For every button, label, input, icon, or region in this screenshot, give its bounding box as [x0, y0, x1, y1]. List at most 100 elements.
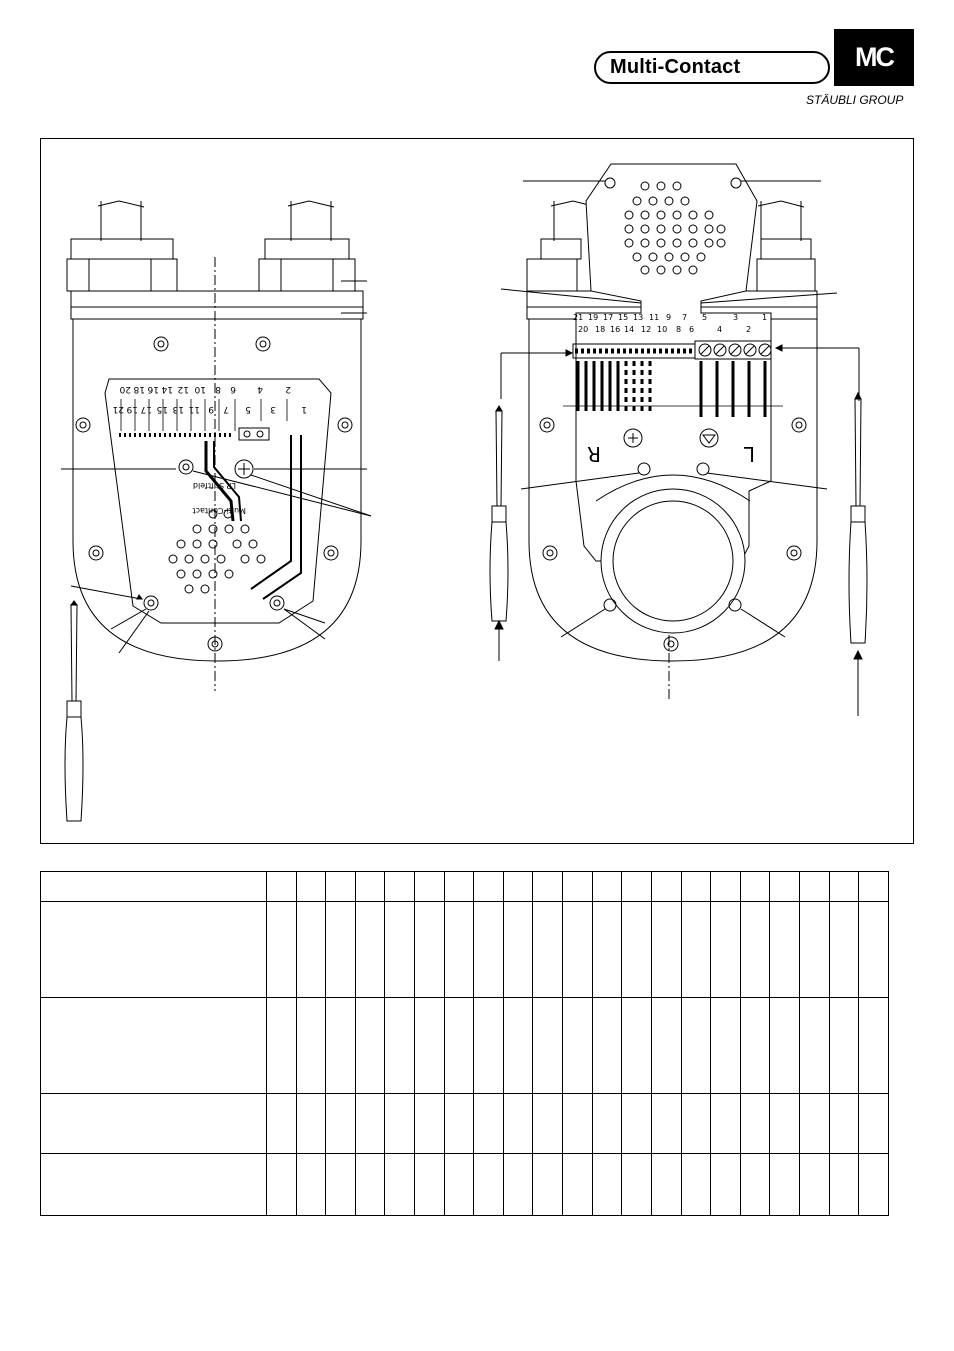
table-cell [325, 1153, 356, 1216]
table-cell [591, 901, 623, 998]
table-cell [325, 901, 356, 998]
table-cell [798, 901, 830, 998]
pcb-lower-number: 1 [301, 404, 307, 414]
table-cell [473, 871, 504, 902]
table-cell [858, 1093, 889, 1154]
terminal-lower-number: 16 [610, 325, 620, 334]
table-cell [266, 871, 297, 902]
table-cell [473, 997, 504, 1094]
table-cell [562, 1093, 593, 1154]
assignment-table [40, 871, 889, 1216]
table-cell [502, 1093, 534, 1154]
terminal-upper-number: 17 [603, 313, 613, 322]
pcb-lower-number: 13 [173, 404, 184, 414]
table-cell [828, 1093, 860, 1154]
pcb-lower-number: 15 [157, 404, 168, 414]
table-cell [295, 997, 327, 1094]
terminal-lower-number: 2 [746, 325, 751, 334]
table-cell [354, 1093, 386, 1154]
left-connector-view [61, 200, 372, 822]
table-cell [532, 871, 564, 902]
pcb-upper-number: 4 [257, 384, 263, 394]
table-cell [266, 1093, 297, 1154]
table-cell [266, 1153, 297, 1216]
pcb-upper-number: 10 [194, 384, 206, 394]
table-cell [295, 871, 327, 902]
table-cell [680, 871, 712, 902]
terminal-upper-number: 21 [573, 313, 583, 322]
table-cell [473, 1093, 504, 1154]
technical-drawing-frame: 20 18 16 14 12 10 8 6 4 2 21 19 17 15 13… [40, 138, 914, 844]
table-row [40, 1153, 889, 1216]
terminal-lower-number: 18 [595, 325, 605, 334]
table-cell [621, 1093, 652, 1154]
table-cell [710, 1153, 741, 1216]
table-cell [739, 901, 771, 998]
table-cell [650, 997, 682, 1094]
table-cell [502, 997, 534, 1094]
pcb-lower-number: 9 [208, 404, 214, 414]
terminal-lower-number: 12 [641, 325, 651, 334]
table-cell [798, 1093, 830, 1154]
table-cell [769, 1153, 800, 1216]
table-cell [591, 997, 623, 1094]
table-cell [650, 1153, 682, 1216]
technical-drawing: 20 18 16 14 12 10 8 6 4 2 21 19 17 15 13… [61, 163, 868, 822]
table-cell [858, 997, 889, 1094]
mark-right: R [587, 442, 601, 466]
table-cell [710, 997, 741, 1094]
table-cell [562, 1153, 593, 1216]
table-cell [443, 1093, 475, 1154]
table-cell [354, 997, 386, 1094]
table-cell [384, 1153, 416, 1216]
table-cell [414, 901, 445, 998]
right-connector-view [489, 163, 868, 716]
table-cell [858, 871, 889, 902]
pcb-lower-number: 5 [245, 404, 251, 414]
table-row [40, 997, 889, 1094]
pcb-lower-number: 19 [126, 404, 138, 414]
pcb-lower-number: 3 [270, 404, 276, 414]
table-cell [473, 901, 504, 998]
table-cell [414, 997, 445, 1094]
table-cell [710, 871, 741, 902]
table-cell [769, 997, 800, 1094]
table-cell [591, 1093, 623, 1154]
brand-logo-outline [594, 51, 830, 84]
table-cell [680, 1153, 712, 1216]
table-cell [591, 1153, 623, 1216]
table-cell [443, 901, 475, 998]
table-cell [532, 997, 564, 1094]
pcb-upper-number: 8 [215, 384, 221, 394]
table-cell [680, 997, 712, 1094]
row-label-cell [40, 901, 267, 998]
table-cell [621, 871, 652, 902]
pcb-lower-number: 17 [141, 404, 152, 414]
table-cell [473, 1153, 504, 1216]
pcb-text-stiftfeld: LP Stiftfeld [193, 481, 236, 490]
table-cell [621, 997, 652, 1094]
table-cell [532, 901, 564, 998]
mark-left: L [743, 442, 755, 466]
table-cell [562, 997, 593, 1094]
table-cell [295, 901, 327, 998]
table-cell [562, 871, 593, 902]
table-cell [650, 1093, 682, 1154]
terminal-lower-number: 14 [624, 325, 634, 334]
table-cell [443, 871, 475, 902]
pcb-upper-number: 6 [230, 384, 236, 394]
table-cell [621, 1153, 652, 1216]
terminal-upper-number: 5 [702, 313, 707, 322]
table-row [40, 871, 889, 902]
table-cell [384, 871, 416, 902]
table-cell [384, 997, 416, 1094]
terminal-upper-number: 7 [682, 313, 687, 322]
pcb-lower-number: 21 [113, 404, 124, 414]
table-cell [325, 1093, 356, 1154]
terminal-upper-number: 13 [633, 313, 643, 322]
row-label-cell [40, 1093, 267, 1154]
terminal-lower-number: 6 [689, 325, 694, 334]
terminal-upper-number: 15 [618, 313, 628, 322]
table-row [40, 901, 889, 998]
table-cell [739, 997, 771, 1094]
